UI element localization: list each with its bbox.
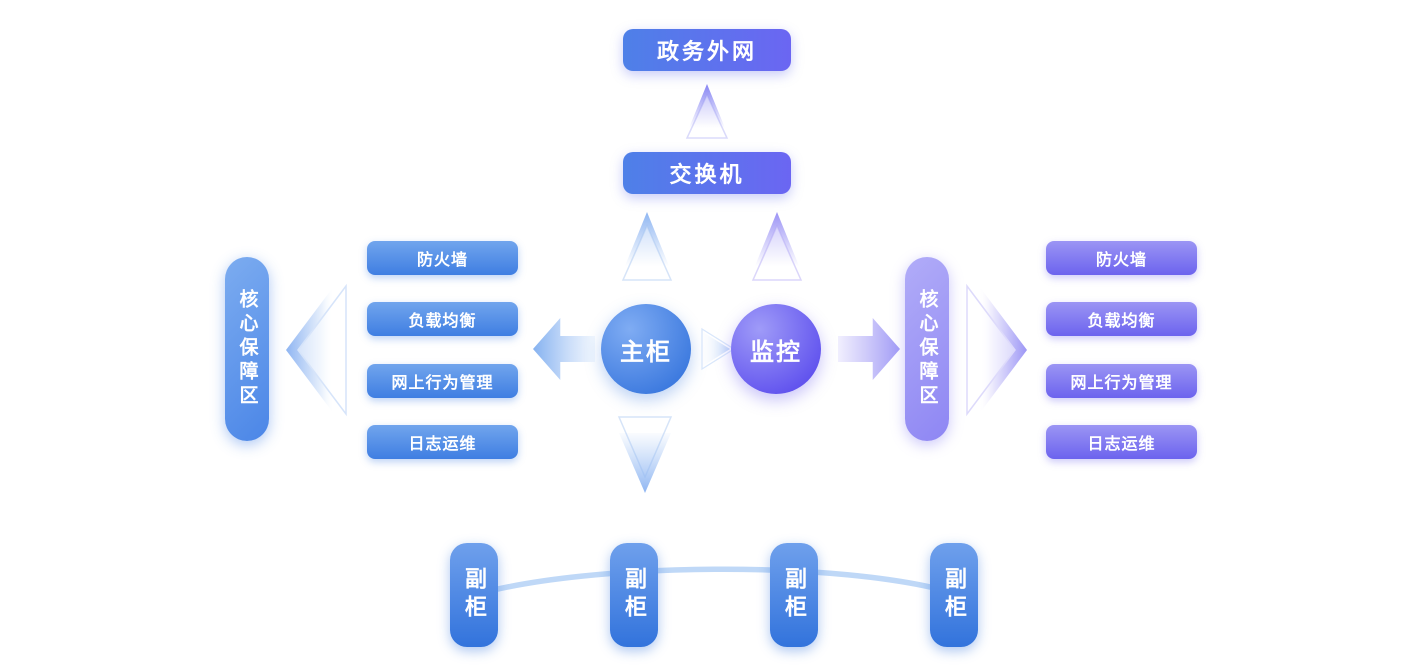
left-zone-item: 防火墙 — [367, 241, 518, 275]
sub-cabinet: 副柜 — [450, 543, 498, 647]
right-block-arrow-icon — [838, 318, 900, 380]
node-gov-extranet-label: 政务外网 — [656, 39, 757, 64]
right-zone-item: 网上行为管理 — [1046, 364, 1197, 398]
left-zone-item-label: 网上行为管理 — [391, 375, 494, 392]
node-monitor-label: 监控 — [750, 338, 802, 366]
sub-cabinet: 副柜 — [610, 543, 658, 647]
up-arrow-left-icon — [621, 212, 673, 281]
sub-cabinet: 副柜 — [930, 543, 978, 647]
left-zone-item: 日志运维 — [367, 425, 518, 459]
right-zone-item: 防火墙 — [1046, 241, 1197, 275]
left-block-arrow-icon — [533, 318, 595, 380]
right-zone-item: 日志运维 — [1046, 425, 1197, 459]
right-zone-item-label: 网上行为管理 — [1070, 375, 1173, 392]
left-zone-item: 负载均衡 — [367, 302, 518, 336]
right-zone-item: 负载均衡 — [1046, 302, 1197, 336]
node-main-cabinet: 主柜 — [601, 304, 691, 394]
node-main-cabinet-label: 主柜 — [620, 338, 672, 366]
sub-cabinet-label: 副柜 — [622, 567, 647, 623]
node-monitor: 监控 — [731, 304, 821, 394]
left-zone-item-label: 负载均衡 — [408, 313, 477, 330]
right-zone-item-label: 防火墙 — [1095, 252, 1147, 269]
left-zone-item-label: 防火墙 — [416, 252, 468, 269]
right-zone-item-label: 负载均衡 — [1087, 313, 1156, 330]
left-zone-pill: 核心保障区 — [225, 257, 269, 441]
up-arrow-right-icon — [751, 212, 803, 281]
node-gov-extranet: 政务外网 — [623, 29, 791, 71]
right-zone-item-label: 日志运维 — [1087, 436, 1156, 453]
left-zone-item: 网上行为管理 — [367, 364, 518, 398]
right-zone-label: 核心保障区 — [916, 289, 938, 409]
sub-cabinet-label: 副柜 — [942, 567, 967, 623]
down-arrow-icon — [617, 416, 673, 493]
node-switch-label: 交换机 — [669, 162, 745, 187]
left-zone-item-label: 日志运维 — [408, 436, 477, 453]
sub-cabinet-label: 副柜 — [782, 567, 807, 623]
sub-cabinet-label: 副柜 — [462, 567, 487, 623]
connector-arc — [471, 566, 957, 598]
sub-cabinet: 副柜 — [770, 543, 818, 647]
node-switch: 交换机 — [623, 152, 791, 194]
left-chevron-icon — [286, 283, 347, 417]
right-zone-pill: 核心保障区 — [905, 257, 949, 441]
chevron-between-circles-icon — [698, 327, 736, 371]
left-zone-label: 核心保障区 — [236, 289, 258, 409]
right-chevron-icon — [966, 283, 1027, 417]
up-arrow-top-icon — [685, 84, 729, 139]
